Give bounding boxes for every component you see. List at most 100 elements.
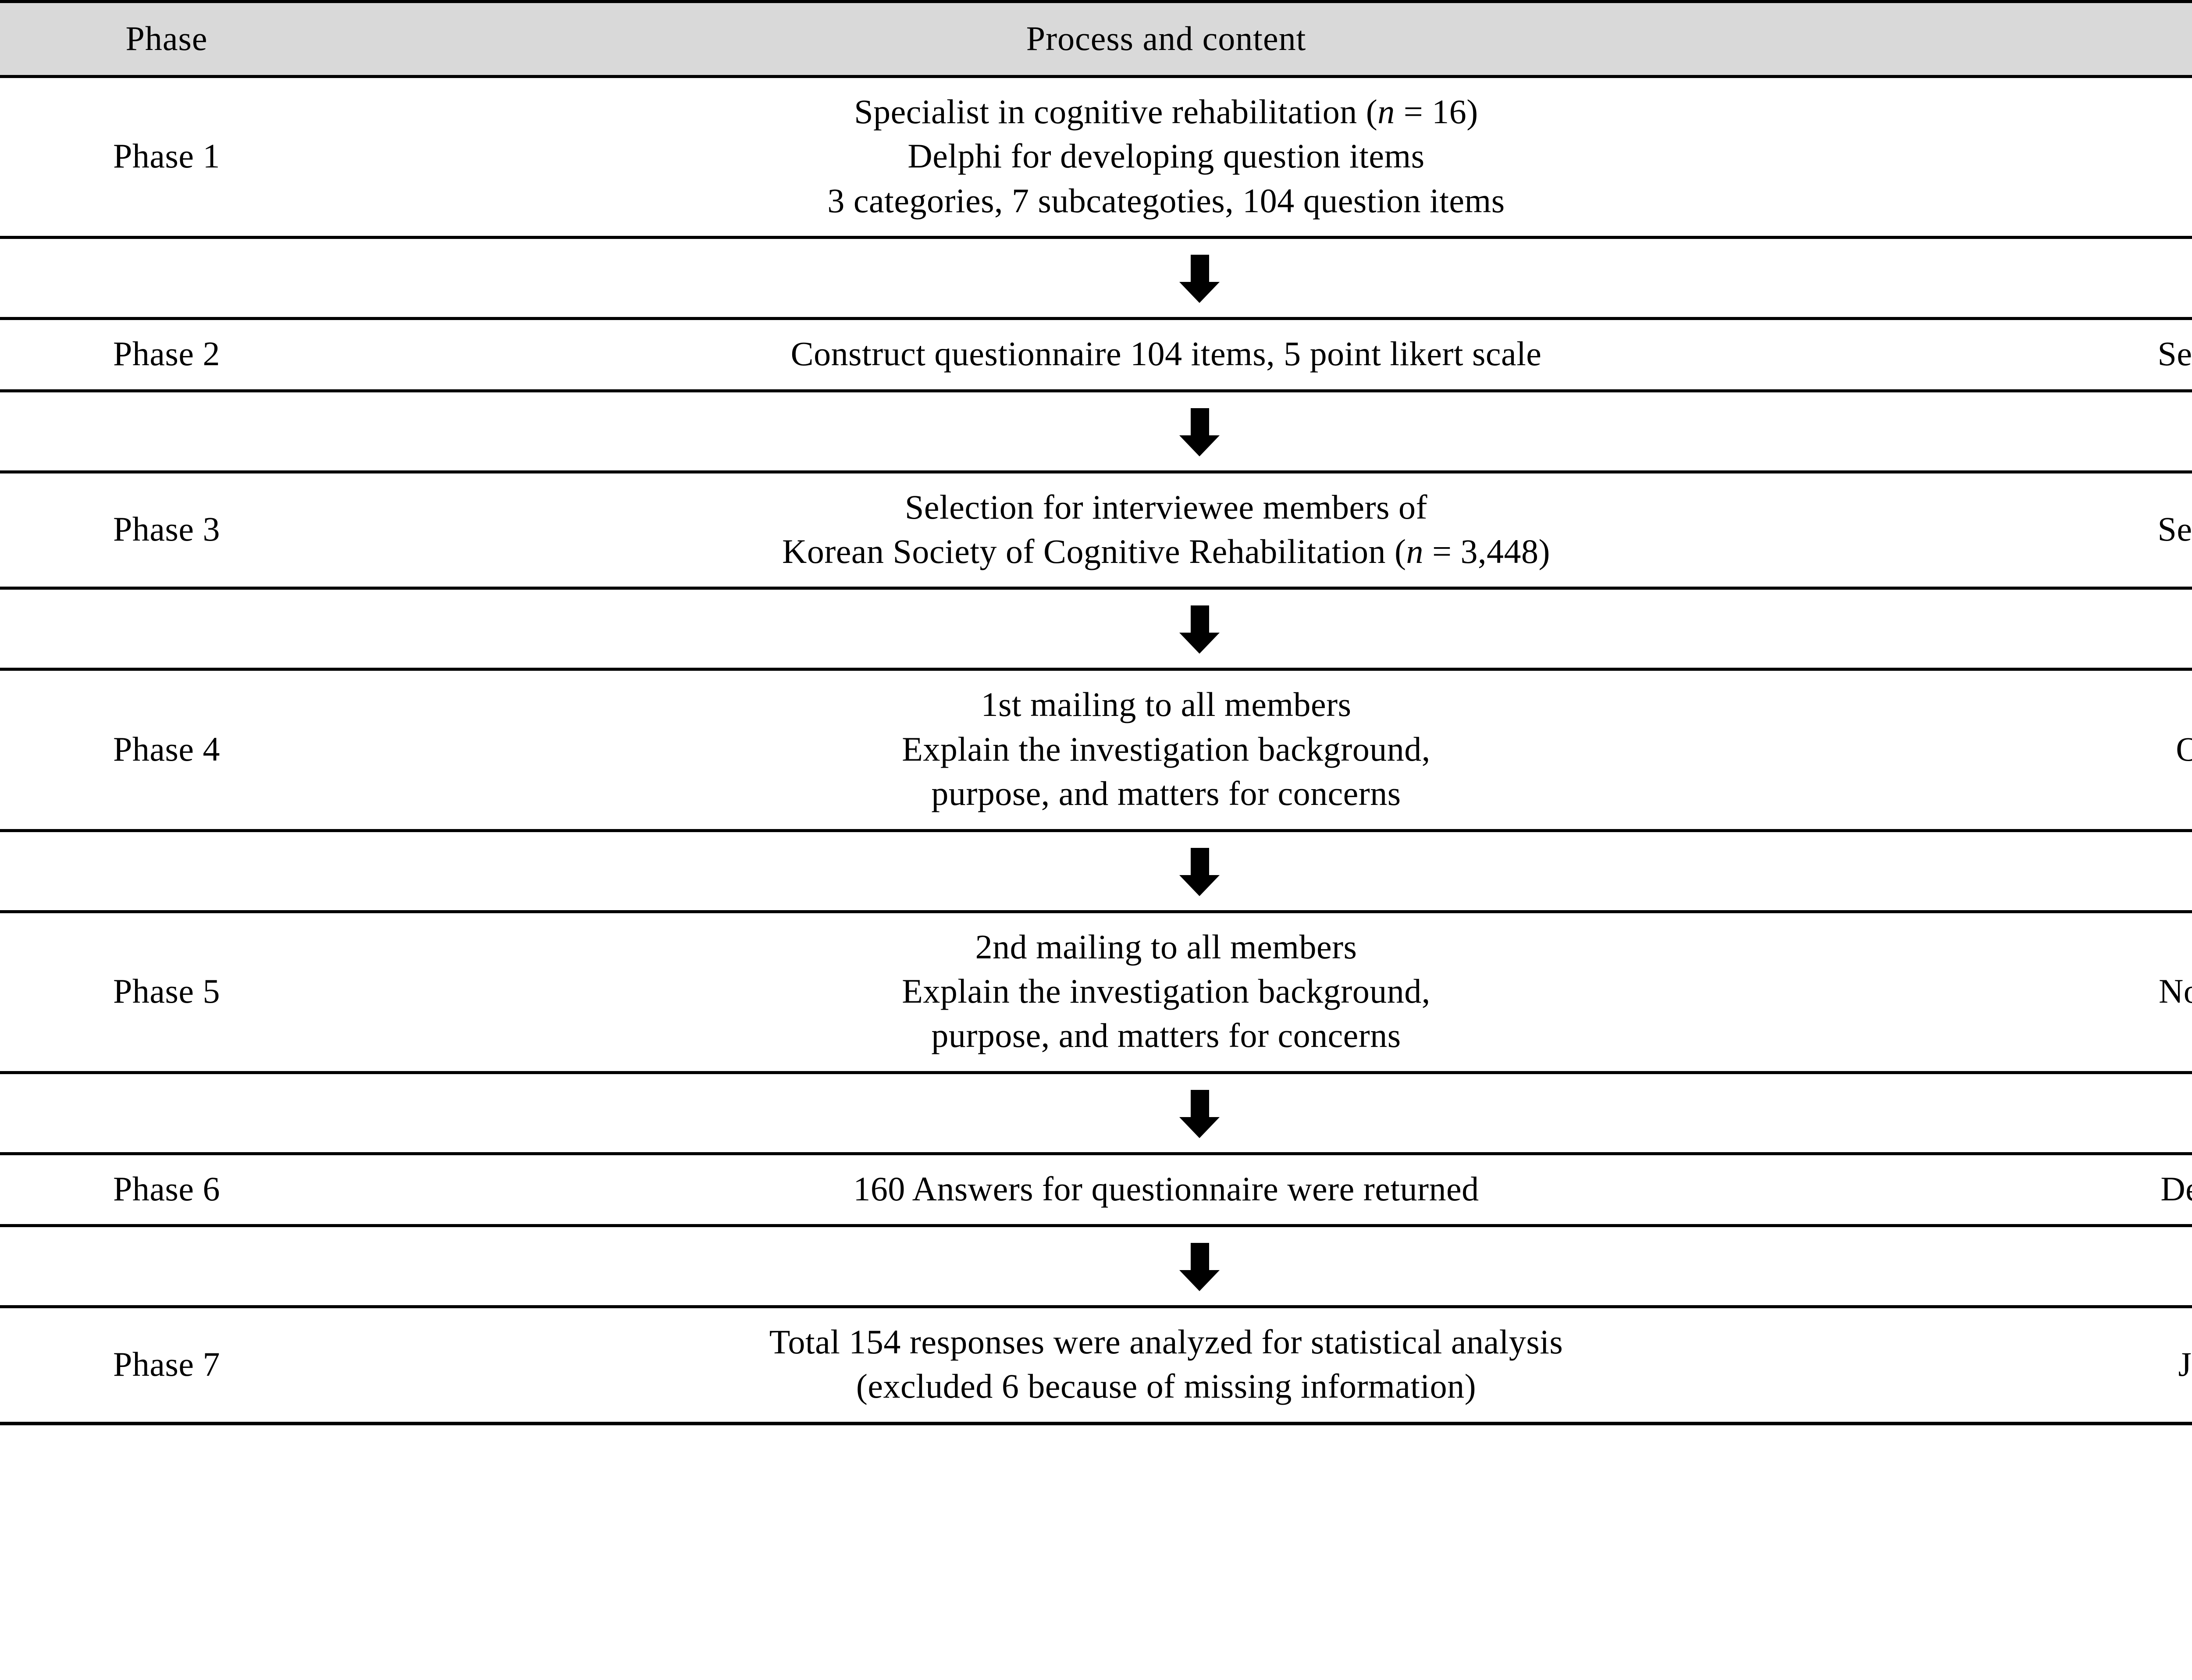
arrow-shaft (1191, 1243, 1209, 1273)
table-row: Phase 1 Specialist in cognitive rehabili… (0, 76, 2192, 239)
table-header-row: Phase Process and content Period (0, 0, 2192, 78)
arrow-holder (333, 590, 1999, 668)
content-line: Explain the investigation background, (902, 972, 1430, 1010)
arrow-cell-period (1999, 588, 2192, 671)
period-label: September, 2022 (1999, 472, 2192, 590)
table-row: Phase 7 Total 154 responses were analyze… (0, 1306, 2192, 1425)
period-label: November, 2022 (1999, 911, 2192, 1074)
content-line: 2nd mailing to all members (975, 927, 1357, 966)
table-row: Phase 3 Selection for interviewee member… (0, 472, 2192, 590)
content-line: purpose, and matters for concerns (931, 1016, 1401, 1055)
arrow-separator-row (0, 237, 2192, 320)
content-line: 1st mailing to all members (981, 685, 1352, 724)
down-arrow-icon (1179, 255, 1220, 303)
arrow-shaft (1191, 255, 1209, 285)
period-label: January, 2023 (1999, 1306, 2192, 1425)
arrow-head (1179, 1117, 1220, 1138)
arrow-shaft (1191, 605, 1209, 636)
arrow-separator-row (0, 588, 2192, 671)
arrow-cell-period (1999, 830, 2192, 913)
process-content: Total 154 responses were analyzed for st… (333, 1306, 1999, 1425)
phase-label: Phase 1 (0, 76, 333, 239)
arrow-separator-row (0, 1225, 2192, 1309)
column-header-phase: Phase (0, 0, 333, 78)
content-line: purpose, and matters for concerns (931, 774, 1401, 813)
content-line: Total 154 responses were analyzed for st… (769, 1323, 1563, 1361)
arrow-shaft (1191, 1089, 1209, 1120)
phase-label: Phase 3 (0, 472, 333, 590)
process-content: Construct questionnaire 104 items, 5 poi… (333, 318, 1999, 392)
phase-label: Phase 2 (0, 318, 333, 392)
arrow-cell-process (333, 391, 1999, 473)
table-row: Phase 5 2nd mailing to all members Expla… (0, 911, 2192, 1074)
phase-label: Phase 5 (0, 911, 333, 1074)
arrow-cell-phase (0, 391, 333, 473)
arrow-shaft (1191, 408, 1209, 438)
sample-size-symbol: n (1377, 93, 1395, 131)
column-header-period: Period (1999, 0, 2192, 78)
arrow-holder (333, 1227, 1999, 1305)
content-text: Specialist in cognitive rehabilitation ( (854, 93, 1378, 131)
content-line: Korean Society of Cognitive Rehabilitati… (338, 529, 1994, 573)
content-text: = 3,448) (1423, 532, 1550, 570)
down-arrow-icon (1179, 1089, 1220, 1138)
phase-label: Phase 4 (0, 669, 333, 832)
arrow-holder (333, 239, 1999, 317)
process-content: 1st mailing to all members Explain the i… (333, 669, 1999, 832)
arrow-holder (333, 832, 1999, 910)
arrow-head (1179, 1270, 1220, 1292)
down-arrow-icon (1179, 605, 1220, 654)
arrow-cell-phase (0, 830, 333, 913)
content-line: Explain the investigation background, (902, 730, 1430, 768)
period-label: September, 2022 (1999, 318, 2192, 392)
arrow-cell-phase (0, 1072, 333, 1155)
arrow-cell-process (333, 1225, 1999, 1309)
period-label: December, 2022 (1999, 1153, 2192, 1228)
table-row: Phase 2 Construct questionnaire 104 item… (0, 318, 2192, 392)
content-line: 160 Answers for questionnaire were retur… (853, 1169, 1479, 1208)
content-text: = 16) (1395, 93, 1478, 131)
down-arrow-icon (1179, 1243, 1220, 1292)
arrow-cell-process (333, 237, 1999, 320)
arrow-head (1179, 435, 1220, 456)
arrow-cell-period (1999, 391, 2192, 473)
content-line: Delphi for developing question items (907, 137, 1425, 175)
process-content: Selection for interviewee members of Kor… (333, 472, 1999, 590)
arrow-cell-period (1999, 1225, 2192, 1309)
arrow-cell-phase (0, 1225, 333, 1309)
period-label: In 2022 (1999, 76, 2192, 239)
process-content: 160 Answers for questionnaire were retur… (333, 1153, 1999, 1228)
down-arrow-icon (1179, 408, 1220, 456)
study-phase-flow-table: Phase Process and content Period Phase 1… (0, 0, 2192, 1425)
arrow-shaft (1191, 847, 1209, 878)
down-arrow-icon (1179, 847, 1220, 896)
phase-label: Phase 7 (0, 1306, 333, 1425)
arrow-cell-process (333, 830, 1999, 913)
arrow-head (1179, 282, 1220, 303)
arrow-cell-period (1999, 1072, 2192, 1155)
content-line: 3 categories, 7 subcategoties, 104 quest… (827, 181, 1505, 220)
table-row: Phase 6 160 Answers for questionnaire we… (0, 1153, 2192, 1228)
arrow-holder (333, 392, 1999, 470)
arrow-head (1179, 875, 1220, 896)
arrow-separator-row (0, 391, 2192, 473)
content-line: Specialist in cognitive rehabilitation (… (338, 89, 1994, 134)
process-content: 2nd mailing to all members Explain the i… (333, 911, 1999, 1074)
table-row: Phase 4 1st mailing to all members Expla… (0, 669, 2192, 832)
arrow-head (1179, 633, 1220, 654)
content-line: Construct questionnaire 104 items, 5 poi… (790, 335, 1542, 373)
period-label: October, 2022 (1999, 669, 2192, 832)
sample-size-symbol: n (1406, 532, 1424, 570)
arrow-cell-phase (0, 237, 333, 320)
column-header-process: Process and content (333, 0, 1999, 78)
content-line: Selection for interviewee members of (905, 488, 1427, 526)
arrow-cell-period (1999, 237, 2192, 320)
content-text: Korean Society of Cognitive Rehabilitati… (782, 532, 1406, 570)
content-line: (excluded 6 because of missing informati… (856, 1367, 1477, 1406)
arrow-holder (333, 1074, 1999, 1152)
arrow-separator-row (0, 830, 2192, 913)
arrow-cell-phase (0, 588, 333, 671)
process-content: Specialist in cognitive rehabilitation (… (333, 76, 1999, 239)
phase-label: Phase 6 (0, 1153, 333, 1228)
